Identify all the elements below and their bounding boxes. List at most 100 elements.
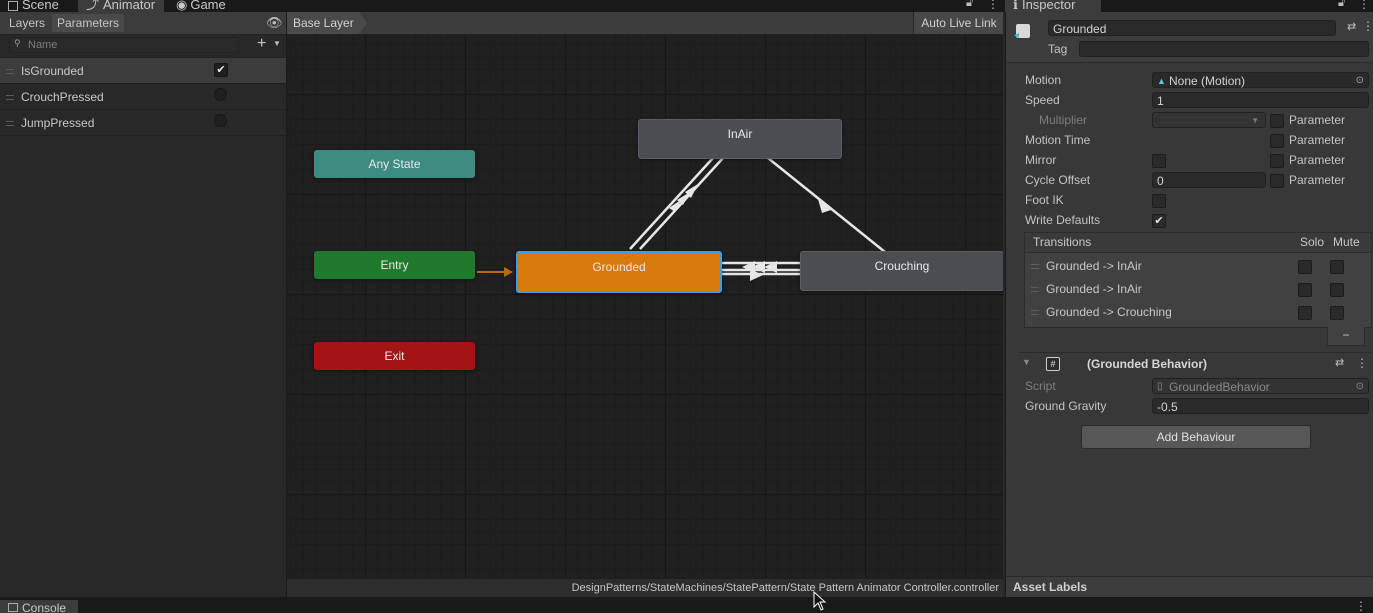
ground-gravity-value: -0.5: [1157, 400, 1178, 414]
solo-checkbox[interactable]: [1298, 306, 1312, 320]
drag-handle-icon[interactable]: [1031, 287, 1039, 292]
controller-path: DesignPatterns/StateMachines/StatePatter…: [571, 582, 999, 594]
tab-animator[interactable]: ⤴Animator: [78, 0, 164, 12]
parameter-trigger-radio[interactable]: [214, 88, 227, 101]
search-icon: ⚲: [14, 38, 21, 48]
parameter-row[interactable]: CrouchPressed: [0, 84, 286, 110]
grounded-state-node[interactable]: Grounded: [516, 251, 722, 293]
parameter-bool-checkbox[interactable]: ✔: [214, 63, 228, 77]
script-file-icon: ▯: [1157, 381, 1163, 392]
more-menu-icon[interactable]: ⋮: [1362, 19, 1373, 33]
solo-checkbox[interactable]: [1298, 260, 1312, 274]
parameters-panel: Layers Parameters 👁︎ ⚲ Name + ▼ IsGround…: [0, 12, 287, 597]
cycle-offset-input[interactable]: 0: [1152, 172, 1266, 188]
cycle-offset-label: Cycle Offset: [1025, 173, 1091, 187]
object-picker-icon[interactable]: ⊙: [1355, 75, 1364, 86]
parameter-trigger-radio[interactable]: [214, 114, 227, 127]
cycle-offset-parameter-checkbox[interactable]: [1270, 174, 1284, 188]
bottom-tab-strip: Console ⋮: [0, 597, 1373, 613]
controller-path-bar: DesignPatterns/StateMachines/StatePatter…: [287, 578, 1003, 597]
add-parameter-button[interactable]: +: [257, 35, 267, 52]
transition-name: Grounded -> InAir: [1046, 282, 1142, 296]
parameter-search-input[interactable]: ⚲ Name: [9, 37, 239, 53]
tab-scene-label: Scene: [22, 0, 59, 12]
preset-icon[interactable]: ⇄: [1335, 357, 1345, 369]
breadcrumb-label: Base Layer: [293, 16, 354, 30]
parameter-row[interactable]: JumpPressed: [0, 110, 286, 136]
transition-row[interactable]: Grounded -> Crouching: [1025, 301, 1371, 324]
speed-input[interactable]: 1: [1152, 92, 1369, 108]
inspector-panel: ◂ Grounded ⇄ ⋮ Tag Motion ▲ None (Motion…: [1005, 12, 1373, 598]
tab-game[interactable]: ◉Game: [176, 0, 226, 12]
drag-handle-icon[interactable]: [1031, 310, 1039, 315]
motion-time-parameter-checkbox[interactable]: [1270, 134, 1284, 148]
more-menu-icon[interactable]: ⋮: [1358, 0, 1370, 11]
arrow-icon: ◂: [1014, 30, 1020, 41]
motion-field[interactable]: ▲ None (Motion) ⊙: [1152, 72, 1369, 88]
preset-icon[interactable]: ⇄: [1347, 21, 1357, 33]
state-name-value: Grounded: [1053, 22, 1107, 36]
any-state-node[interactable]: Any State: [314, 150, 475, 178]
mute-checkbox[interactable]: [1330, 260, 1344, 274]
tab-layers[interactable]: Layers: [9, 16, 46, 30]
scene-icon: [8, 0, 18, 11]
write-defaults-label: Write Defaults: [1025, 213, 1101, 227]
more-menu-icon[interactable]: ⋮: [987, 0, 999, 11]
tab-console[interactable]: Console: [0, 600, 78, 613]
search-placeholder: Name: [28, 39, 58, 51]
eye-icon[interactable]: 👁︎: [266, 15, 283, 30]
mute-checkbox[interactable]: [1330, 283, 1344, 297]
asset-labels-section[interactable]: Asset Labels: [1006, 576, 1373, 598]
parameter-name: JumpPressed: [21, 116, 95, 130]
drag-handle-icon[interactable]: [6, 121, 14, 126]
write-defaults-checkbox[interactable]: ✔: [1152, 214, 1166, 228]
transitions-list: Transitions Solo Mute Grounded -> InAir …: [1024, 232, 1372, 328]
drag-handle-icon[interactable]: [1031, 264, 1039, 269]
tag-label: Tag: [1048, 42, 1068, 56]
auto-live-link-button[interactable]: Auto Live Link: [913, 12, 1003, 34]
motion-time-label: Motion Time: [1025, 133, 1091, 147]
add-behaviour-button[interactable]: Add Behaviour: [1081, 425, 1311, 449]
tag-input[interactable]: [1079, 41, 1369, 57]
graph-toolbar: Base Layer Auto Live Link: [287, 12, 1003, 35]
crouching-state-node[interactable]: Crouching: [800, 251, 1003, 291]
ground-gravity-input[interactable]: -0.5: [1152, 398, 1369, 414]
tab-console-label: Console: [22, 601, 67, 613]
animator-graph[interactable]: Base Layer Auto Live Link Any State Entr…: [287, 12, 1003, 597]
mute-checkbox[interactable]: [1330, 306, 1344, 320]
transition-row[interactable]: Grounded -> InAir: [1025, 255, 1371, 278]
transition-name: Grounded -> Crouching: [1046, 305, 1172, 319]
more-menu-icon[interactable]: ⋮: [1355, 599, 1367, 613]
more-menu-icon[interactable]: ⋮: [1356, 356, 1368, 370]
parameter-label: Parameter: [1289, 173, 1346, 187]
foot-ik-checkbox[interactable]: [1152, 194, 1166, 208]
mirror-checkbox[interactable]: [1152, 154, 1166, 168]
state-name-input[interactable]: Grounded: [1048, 20, 1336, 36]
lock-icon[interactable]: 🔓︎: [1338, 0, 1346, 9]
solo-header: Solo: [1300, 235, 1325, 249]
lock-icon[interactable]: 🔓︎: [966, 0, 974, 9]
breadcrumb[interactable]: Base Layer: [287, 12, 367, 34]
behaviour-header[interactable]: ▼ # (Grounded Behavior) ⇄ ⋮: [1018, 352, 1373, 375]
collapse-triangle-icon[interactable]: ▼: [1022, 357, 1031, 367]
tab-parameters[interactable]: Parameters: [52, 14, 125, 32]
arrow-head-icon: [677, 192, 690, 205]
chevron-down-icon[interactable]: ▼: [273, 39, 281, 48]
multiplier-parameter-checkbox[interactable]: [1270, 114, 1284, 128]
remove-transition-button[interactable]: −: [1327, 327, 1365, 346]
transition-line[interactable]: [629, 157, 714, 250]
transition-line[interactable]: [767, 157, 886, 253]
motion-icon: ▲: [1157, 76, 1166, 86]
entry-node[interactable]: Entry: [314, 251, 475, 279]
behaviour-title: (Grounded Behavior): [1087, 357, 1208, 371]
transition-row[interactable]: Grounded -> InAir: [1025, 278, 1371, 301]
mirror-parameter-checkbox[interactable]: [1270, 154, 1284, 168]
drag-handle-icon[interactable]: [6, 69, 14, 74]
exit-node[interactable]: Exit: [314, 342, 475, 370]
tab-scene[interactable]: Scene: [8, 0, 59, 12]
solo-checkbox[interactable]: [1298, 283, 1312, 297]
inair-state-node[interactable]: InAir: [638, 119, 842, 159]
parameter-row[interactable]: IsGrounded ✔: [0, 58, 286, 84]
drag-handle-icon[interactable]: [6, 95, 14, 100]
